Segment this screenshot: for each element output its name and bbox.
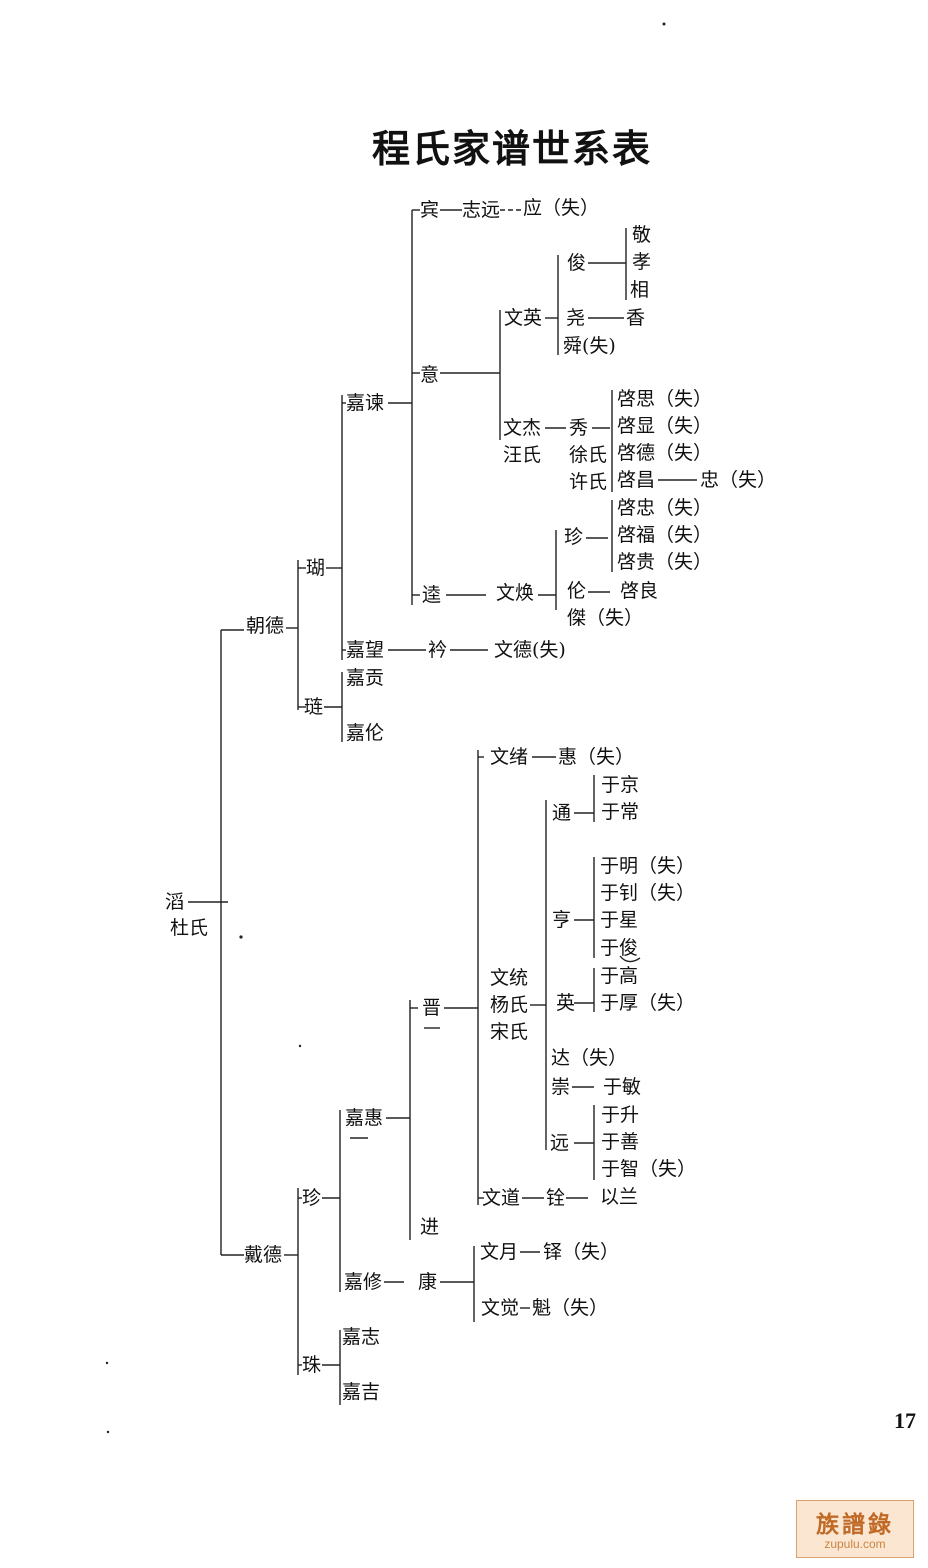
person-yujun: 于俊 <box>600 937 639 959</box>
person-yujing: 于京 <box>601 774 640 796</box>
person-chong: 崇 <box>551 1076 571 1098</box>
tree-line <box>619 955 641 963</box>
watermark-logo: 族譜錄 zupulu.com <box>796 1500 914 1558</box>
person-bin: 宾 <box>420 199 440 221</box>
person-ying: 应（失） <box>523 197 600 219</box>
person-yuchang: 于常 <box>601 801 640 823</box>
person-yushan: 于善 <box>601 1131 640 1153</box>
person-yuzhi: 于智（失） <box>601 1158 697 1180</box>
speck-marks <box>105 22 666 1434</box>
person-kui: 魁（失） <box>532 1297 609 1319</box>
person-jiaji: 嘉吉 <box>342 1381 381 1403</box>
person-jiaxiu: 嘉修 <box>344 1271 383 1293</box>
person-kang: 康 <box>418 1271 438 1293</box>
person-yao: 尧 <box>566 307 586 329</box>
person-xiao: 孝 <box>632 251 652 273</box>
person-wenxu: 文绪 <box>490 746 529 768</box>
person-zhen2: 珍 <box>302 1187 322 1209</box>
person-daide: 戴德 <box>244 1244 283 1266</box>
person-yugao: 于高 <box>600 965 639 987</box>
person-wenying: 文英 <box>504 307 543 329</box>
person-jiajian: 嘉谏 <box>346 392 385 414</box>
person-wende: 文德(失) <box>494 639 566 661</box>
person-qixian: 啓显（失） <box>617 415 713 437</box>
person-wenjie: 文杰 <box>503 417 542 439</box>
person-tong: 通 <box>552 802 572 824</box>
page-title: 程氏家谱世系表 <box>372 127 653 171</box>
person-qide: 啓德（失） <box>617 442 713 464</box>
person-yuan: 远 <box>550 1132 570 1154</box>
spouse-wangshi: 汪氏 <box>503 444 542 466</box>
person-wenjue: 文觉 <box>481 1297 520 1319</box>
person-wenyue: 文月 <box>480 1241 519 1263</box>
person-yuhou: 于厚（失） <box>600 992 696 1014</box>
person-qisi: 啓思（失） <box>617 388 713 410</box>
watermark-url: zupulu.com <box>824 1537 886 1551</box>
person-jing: 敬 <box>632 224 652 246</box>
person-xiang: 相 <box>630 279 650 301</box>
person-xiu: 秀 <box>569 417 589 439</box>
person-yuming: 于明（失） <box>600 855 696 877</box>
person-yuzhao: 于钊（失） <box>600 882 696 904</box>
person-qifu: 啓福（失） <box>617 524 713 546</box>
person-jie: 傑（失） <box>567 607 644 629</box>
person-jiawang: 嘉望 <box>346 639 385 661</box>
person-hu: 瑚 <box>306 557 326 579</box>
person-qiliang: 啓良 <box>620 580 659 602</box>
person-jin: 晋 <box>422 997 442 1019</box>
person-zhen: 珍 <box>564 526 584 548</box>
person-jin2: 进 <box>420 1216 440 1238</box>
person-zhiyuan: 志远 <box>462 199 501 221</box>
watermark-logo-text: 族譜錄 <box>816 1511 894 1538</box>
person-heng: 亨 <box>552 909 572 931</box>
person-da: 逵 <box>422 584 442 606</box>
person-qigui: 啓贵（失） <box>617 551 713 573</box>
person-qichang: 啓昌 <box>617 469 656 491</box>
person-qizhong: 啓忠（失） <box>617 497 713 519</box>
spouse-yangshi: 杨氏 <box>490 994 529 1016</box>
person-yilan: 以兰 <box>600 1186 639 1208</box>
person-jiahui: 嘉惠 <box>345 1107 384 1129</box>
person-zhong: 忠（失） <box>700 469 777 491</box>
person-yumin: 于敏 <box>603 1076 642 1098</box>
person-yusheng: 于升 <box>601 1104 640 1126</box>
person-wentong: 文统 <box>490 967 529 989</box>
person-ling: 衿 <box>428 639 448 661</box>
person-yuxing: 于星 <box>600 909 639 931</box>
person-shun: 舜(失) <box>563 335 616 357</box>
person-lun: 伦 <box>567 580 587 602</box>
person-yi: 意 <box>420 364 440 386</box>
person-chaode: 朝德 <box>246 615 285 637</box>
person-zhu: 珠 <box>302 1354 322 1376</box>
person-root: 滔 <box>165 891 185 913</box>
person-quan: 铨 <box>546 1187 566 1209</box>
spouse-songshi: 宋氏 <box>490 1021 529 1043</box>
person-wendao: 文道 <box>482 1187 521 1209</box>
page-number: 17 <box>894 1408 916 1433</box>
person-xiang2: 香 <box>626 307 646 329</box>
person-ying2: 英 <box>556 992 576 1014</box>
person-jiagong: 嘉贡 <box>346 667 385 689</box>
person-duo: 铎（失） <box>543 1241 620 1263</box>
spouse-xushi: 徐氏 <box>569 444 608 466</box>
person-wenhuan: 文焕 <box>496 582 535 604</box>
spouse-root: 杜氏 <box>170 917 209 939</box>
person-jun: 俊 <box>567 252 587 274</box>
person-da2: 达（失） <box>551 1047 628 1069</box>
person-jialun: 嘉伦 <box>346 722 385 744</box>
person-hui: 惠（失） <box>558 746 635 768</box>
spouse-xushi2: 许氏 <box>569 471 608 493</box>
person-jiazhi: 嘉志 <box>342 1326 381 1348</box>
person-lian: 琏 <box>304 696 324 718</box>
